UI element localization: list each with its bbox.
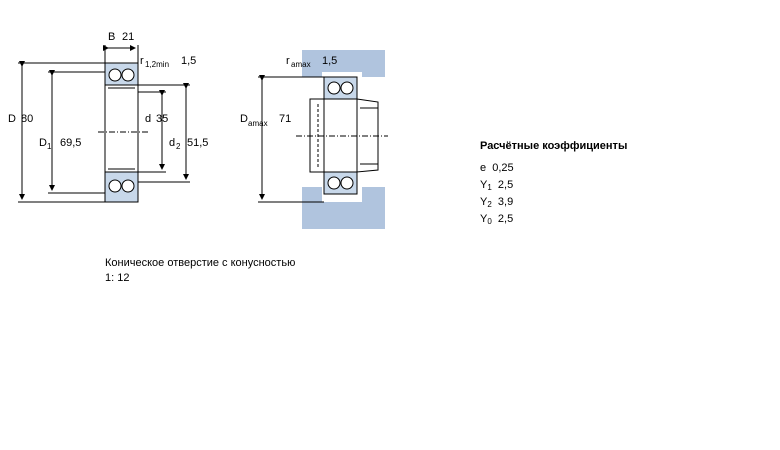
dim-ra-sub: amax: [291, 60, 311, 69]
dim-d-symbol: d: [145, 113, 151, 125]
dim-D1-symbol: D: [39, 137, 47, 149]
dim-D1-sub: 1: [47, 142, 52, 151]
ball-top-left: [108, 68, 122, 82]
dim-Da-value: 71: [279, 113, 291, 125]
dim-D-symbol: D: [8, 113, 16, 125]
coef-row-y1: Y1 2,5: [480, 179, 514, 192]
dim-B-symbol: B: [108, 31, 115, 43]
dim-D-value: 80: [21, 113, 33, 125]
coefficients-title: Расчётные коэффициенты: [480, 140, 628, 152]
dim-d2-sub: 2: [176, 142, 181, 151]
bearing-section: [98, 62, 150, 203]
coefficients-panel: Расчётные коэффициенты e 0,25 Y1 2,5 Y2 …: [480, 139, 627, 229]
taper-note-line1: Коническое отверстие с конусностью: [105, 257, 296, 269]
ball-top-right: [121, 68, 135, 82]
dim-B-value: 21: [122, 31, 134, 43]
dim-d2-symbol: d: [169, 137, 175, 149]
dim-D1-value: 69,5: [60, 137, 81, 149]
dim-r12-value: 1,5: [181, 55, 196, 67]
dim-d2-value: 51,5: [187, 137, 208, 149]
dim-ra-value: 1,5: [322, 55, 337, 67]
coef-row-e: e 0,25: [480, 162, 514, 174]
ball-bottom-right: [121, 179, 135, 193]
coef-row-y2: Y2 3,9: [480, 196, 514, 209]
dim-Da-sub: amax: [248, 119, 268, 128]
dim-r12-sub: 1,2min: [145, 60, 169, 69]
dim-d-value: 35: [156, 113, 168, 125]
mounting-view: [296, 50, 388, 229]
dim-ra-symbol: r: [286, 55, 290, 67]
taper-note-line2: 1: 12: [105, 272, 130, 284]
coef-row-y0: Y0 2,5: [480, 213, 514, 226]
taper-note: Коническое отверстие с конусностью 1: 12: [105, 256, 295, 286]
dim-r12-symbol: r: [140, 55, 144, 67]
inner-body: [104, 84, 139, 173]
dim-Da-symbol: D: [240, 113, 248, 125]
ball-bottom-left: [108, 179, 122, 193]
